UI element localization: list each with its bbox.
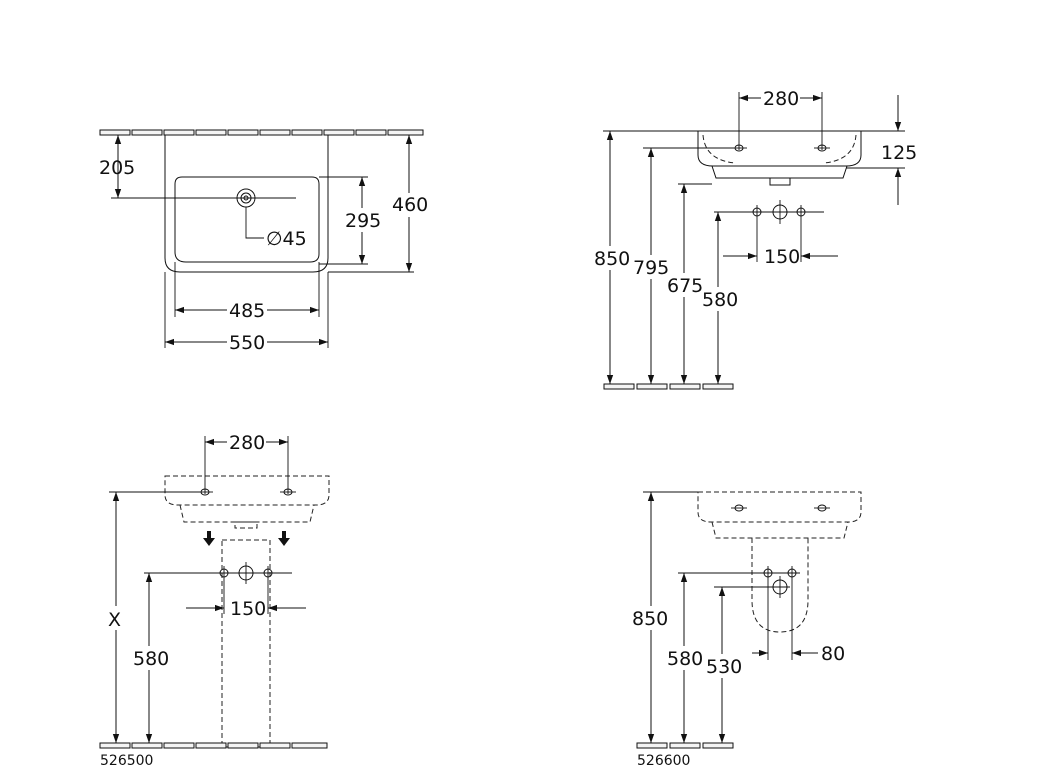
dim-675: 675 bbox=[667, 275, 703, 297]
dim-550: 550 bbox=[229, 332, 265, 354]
dim-150: 150 bbox=[764, 246, 800, 268]
floor-hatch bbox=[99, 129, 424, 136]
dim-295: 295 bbox=[345, 210, 381, 232]
arrow-down-icon bbox=[203, 531, 215, 546]
product-code: 526600 bbox=[637, 753, 690, 769]
bowl-outline bbox=[174, 176, 320, 263]
top-view: 205 ∅45 295 460 485 550 bbox=[99, 129, 429, 354]
half-pedestal-dashed bbox=[751, 538, 809, 633]
dim-205: 205 bbox=[99, 157, 135, 179]
tap-hole-icon bbox=[814, 504, 830, 512]
dim-125: 125 bbox=[881, 142, 917, 164]
dim-850: 850 bbox=[632, 608, 668, 630]
pedestal-view: 280 150 X 580 bbox=[99, 432, 330, 769]
dim-530: 530 bbox=[706, 656, 742, 678]
basin-dashed-outline bbox=[164, 475, 330, 506]
dim-280: 280 bbox=[229, 432, 265, 454]
dim-460: 460 bbox=[392, 194, 428, 216]
dim-diameter-45: ∅45 bbox=[266, 228, 307, 250]
arrow-down-icon bbox=[278, 531, 290, 546]
basin-outline bbox=[164, 135, 329, 273]
side-view: 280 125 150 bbox=[594, 88, 917, 390]
tap-hole-icon bbox=[731, 504, 747, 512]
dim-280: 280 bbox=[763, 88, 799, 110]
dim-150: 150 bbox=[230, 598, 266, 620]
floor-hatch bbox=[636, 742, 734, 749]
dim-485: 485 bbox=[229, 300, 265, 322]
pedestal-dashed bbox=[221, 539, 271, 748]
dim-580: 580 bbox=[133, 648, 169, 670]
half-pedestal-view: 80 850 580 530 526600 bbox=[632, 491, 862, 769]
floor-hatch bbox=[603, 383, 734, 390]
product-code: 526500 bbox=[100, 753, 153, 769]
dim-x: X bbox=[108, 609, 121, 631]
dim-580: 580 bbox=[667, 648, 703, 670]
dim-850: 850 bbox=[594, 248, 630, 270]
basin-front-outline bbox=[697, 130, 862, 167]
dim-580: 580 bbox=[702, 289, 738, 311]
floor-hatch bbox=[99, 742, 328, 749]
dim-795: 795 bbox=[633, 257, 669, 279]
basin-dashed-outline bbox=[697, 491, 862, 523]
dim-80: 80 bbox=[821, 643, 845, 665]
